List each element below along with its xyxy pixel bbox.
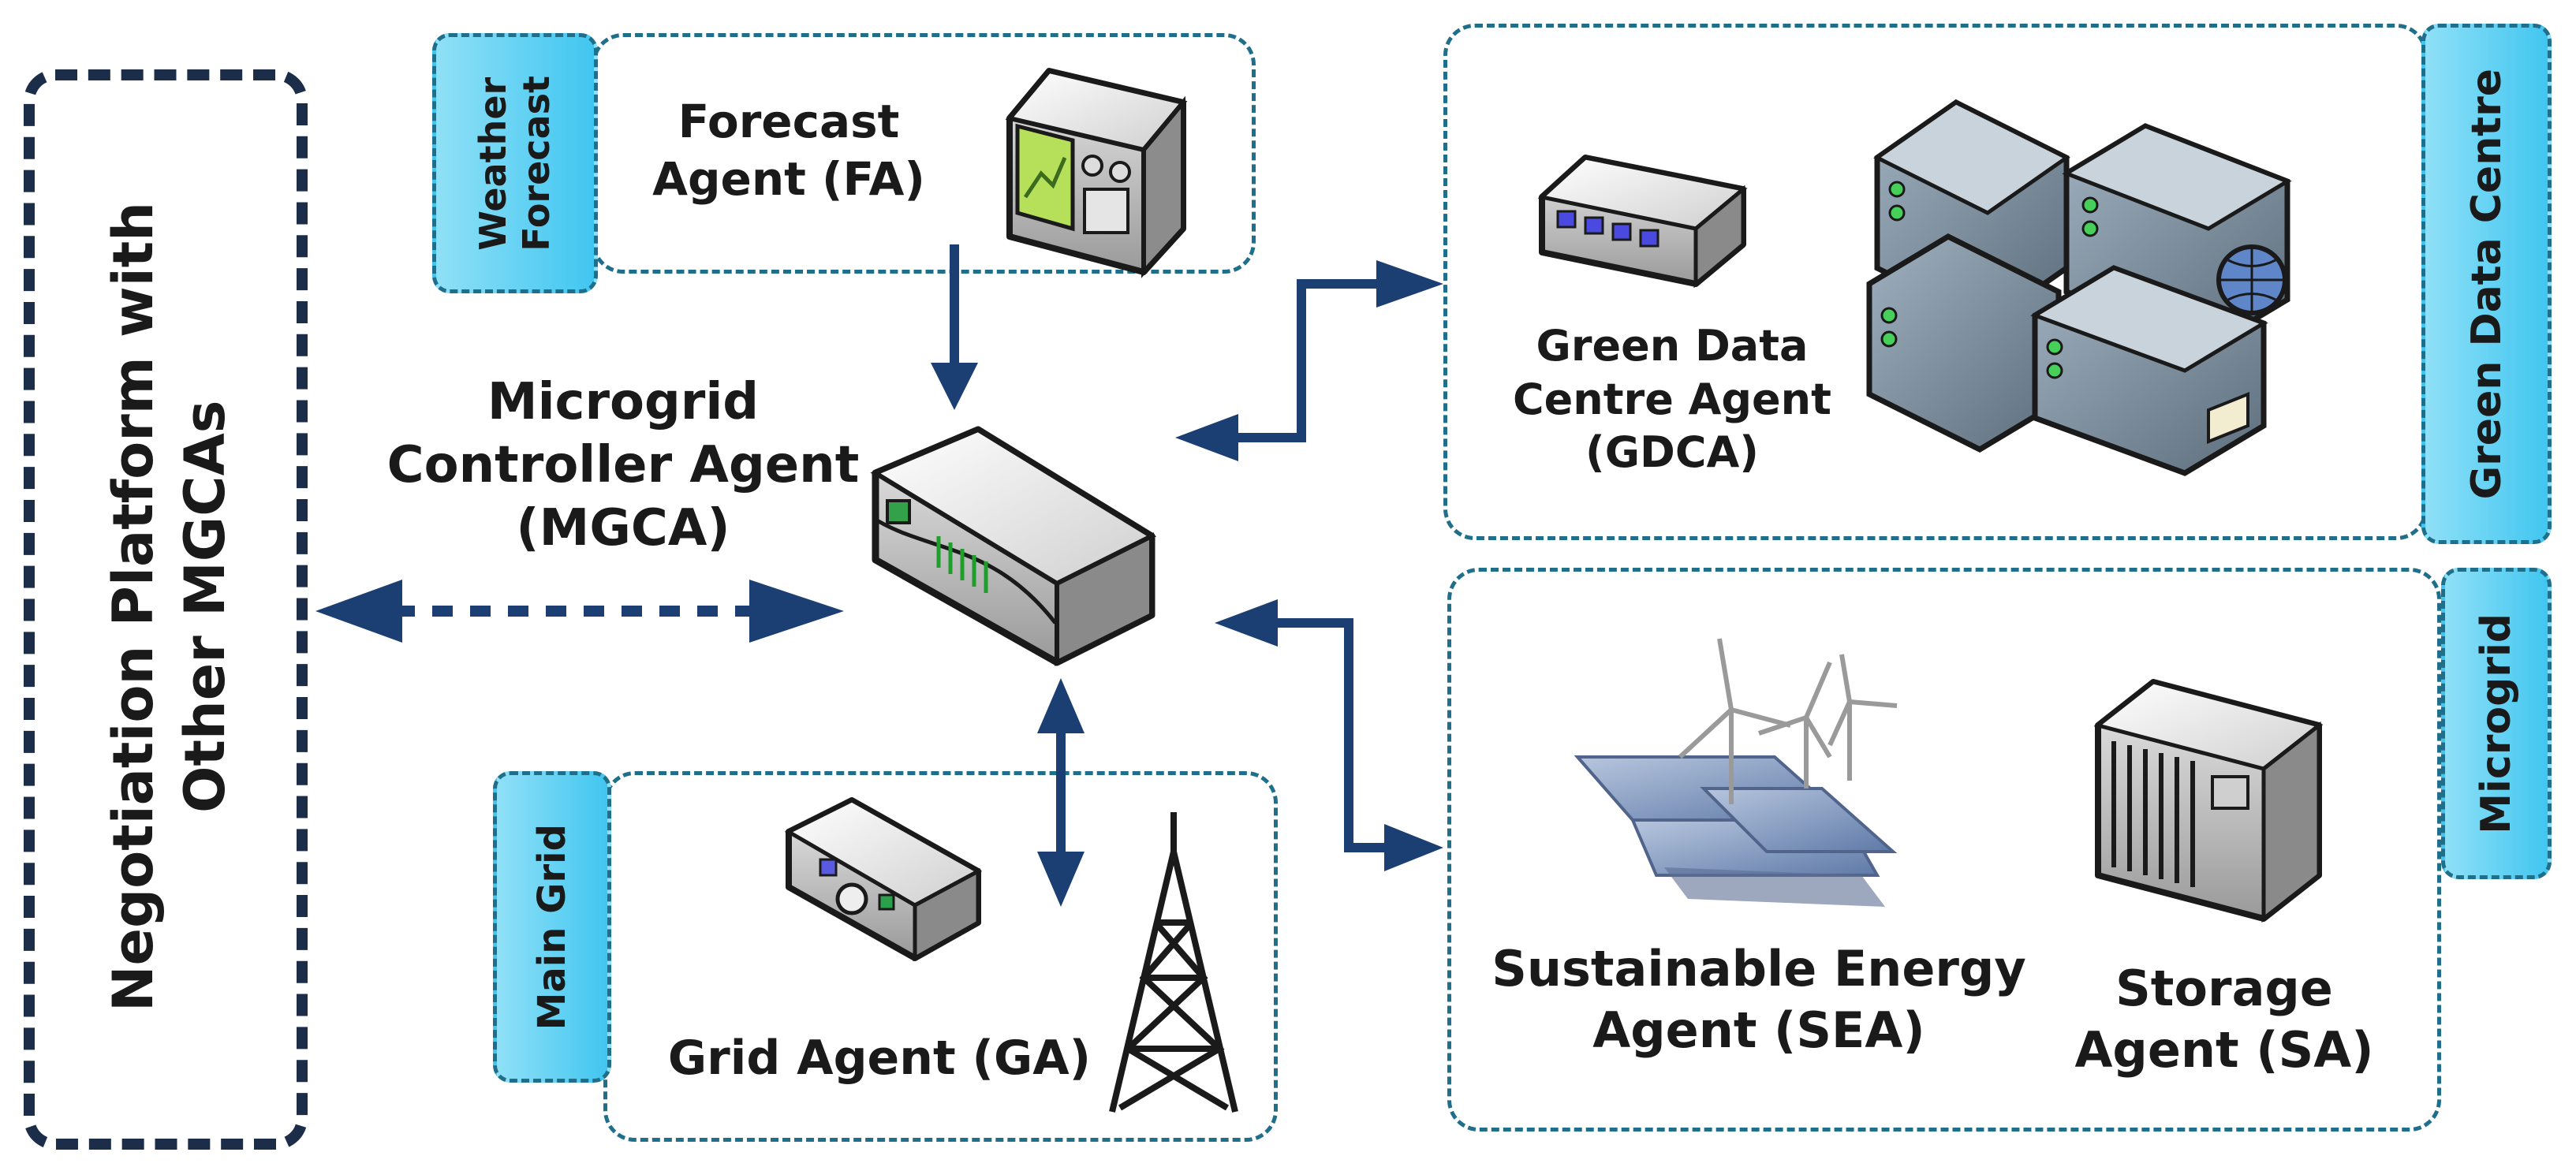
arrow-mgca-negotiation	[315, 580, 844, 643]
sa-line-1: Storage	[2115, 960, 2333, 1017]
gdca-device-icon	[1537, 155, 1748, 289]
mgca-label: Microgrid Controller Agent (MGCA)	[386, 371, 860, 560]
green-data-centre-tab: Green Data Centre	[2421, 24, 2552, 544]
sea-label: Sustainable Energy Agent (SEA)	[1483, 938, 2035, 1061]
sea-line-2: Agent (SEA)	[1592, 1001, 1925, 1059]
transmission-tower-icon	[1109, 812, 1238, 1113]
gdca-line-2: Centre Agent	[1513, 374, 1831, 424]
sa-line-2: Agent (SA)	[2074, 1020, 2374, 1079]
mgca-line-1: Microgrid	[487, 373, 760, 431]
negotiation-platform-box	[24, 69, 308, 1150]
forecast-agent-line-2: Agent (FA)	[652, 151, 925, 206]
main-grid-tab: Main Grid	[493, 771, 611, 1083]
arrow-fa-to-mgca	[931, 244, 978, 410]
grid-agent-label: Grid Agent (GA)	[659, 1029, 1100, 1088]
arrow-mgca-microgrid	[1215, 599, 1443, 871]
forecast-device-icon	[1005, 68, 1188, 278]
gdca-label: Green Data Centre Agent (GDCA)	[1483, 319, 1861, 479]
microgrid-tab: Microgrid	[2441, 568, 2552, 879]
mgca-line-2: Controller Agent	[386, 436, 860, 494]
grid-agent-device-icon	[784, 797, 983, 962]
sa-label: Storage Agent (SA)	[2051, 958, 2398, 1080]
server-rack-icon	[1866, 99, 2292, 476]
microgrid-box	[1447, 568, 2441, 1132]
arrow-mgca-gdca	[1175, 260, 1443, 461]
mgca-controller-icon	[870, 426, 1157, 666]
forecast-agent-line-1: Forecast	[678, 95, 900, 148]
weather-forecast-tab: Weather Forecast	[432, 33, 598, 293]
grid-agent-text: Grid Agent (GA)	[667, 1031, 1092, 1086]
arrow-mgca-ga	[1037, 678, 1085, 907]
forecast-agent-label: Forecast Agent (FA)	[623, 93, 954, 207]
solar-wind-icon	[1574, 638, 1898, 907]
gdca-line-3: (GDCA)	[1585, 427, 1759, 477]
gdca-line-1: Green Data	[1536, 321, 1809, 371]
storage-agent-icon	[2093, 679, 2324, 923]
mgca-line-3: (MGCA)	[516, 499, 730, 557]
sea-line-1: Sustainable Energy	[1491, 940, 2026, 997]
